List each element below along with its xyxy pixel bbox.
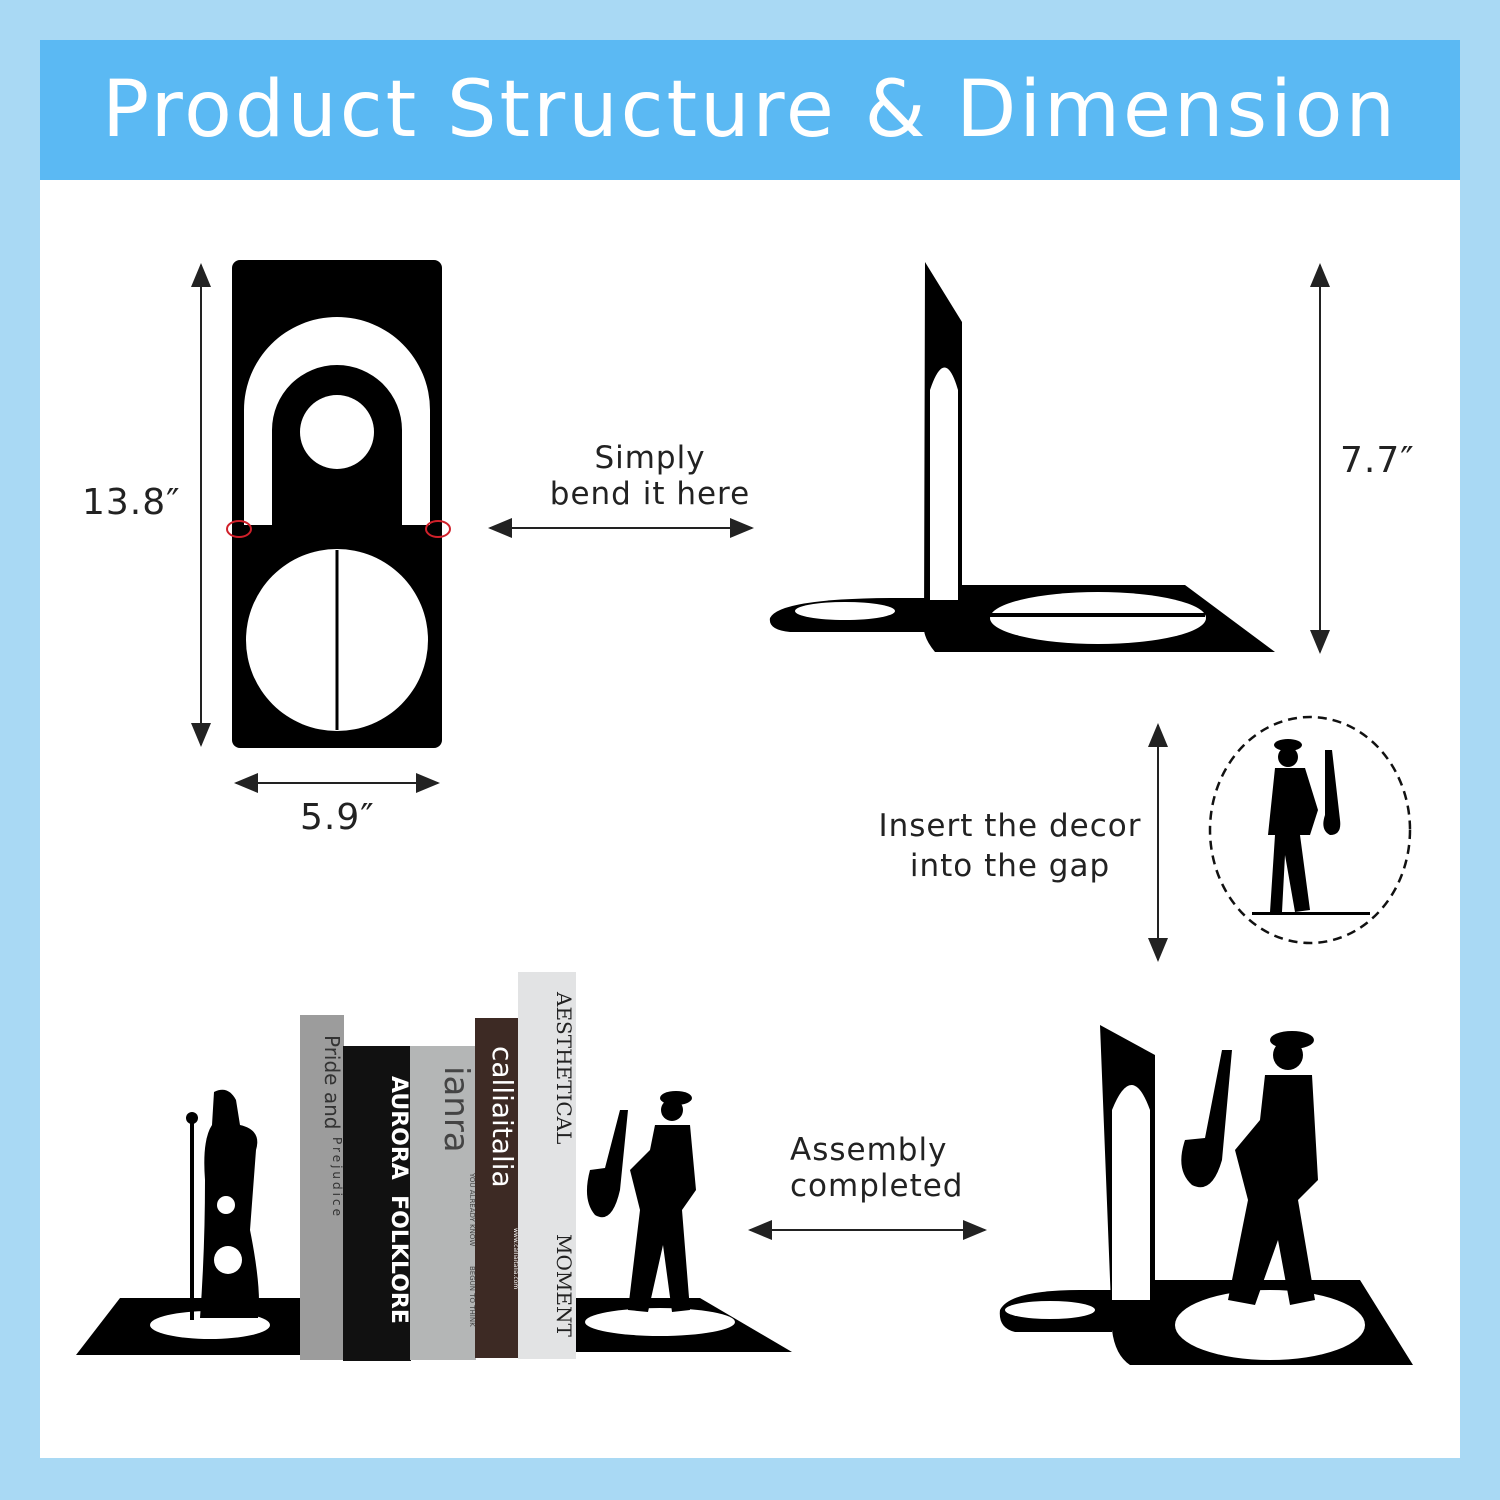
book-footer: www.calliaitalia.com [512, 1227, 519, 1289]
flat-bookend-template [226, 260, 451, 748]
bend-marker-left [226, 520, 252, 538]
saxophonist-decor-icon [1252, 739, 1370, 915]
bend-marker-right [425, 520, 451, 538]
book-subtitle: MOMENT [552, 1234, 576, 1338]
flat-height-label: 13.8″ [82, 482, 181, 523]
assembled-bookends-with-books [76, 1089, 792, 1355]
decor-dashed-circle [1208, 715, 1412, 945]
book-aurora-folklore: AURORA FOLKLORE [343, 1046, 411, 1361]
assembly-instruction: Assembly completed [790, 1132, 963, 1204]
assembly-line1: Assembly [790, 1132, 948, 1168]
book-title: AURORA FOLKLORE [386, 1076, 411, 1324]
insert-instruction: Insert the decor into the gap [870, 806, 1150, 886]
bend-instruction: Simply bend it here [540, 440, 760, 512]
insert-line2: into the gap [909, 848, 1111, 884]
book-aesthetical-moment: AESTHETICAL MOMENT [518, 972, 576, 1359]
book-pride-and-prejudice: Pride and Prejudice [300, 1015, 344, 1360]
bend-line2: bend it here [549, 476, 751, 512]
book-ianra: ianra YOU ALREADY KNOW BEGUN TO THINK [410, 1046, 476, 1360]
book-footer: BEGUN TO THINK [468, 1265, 476, 1327]
page-title: Product Structure & Dimension [102, 65, 1398, 155]
book-title: AESTHETICAL [552, 992, 576, 1145]
assembly-line2: completed [790, 1168, 964, 1204]
book-calliaitalia: calliaitalia www.calliaitalia.com [475, 1018, 519, 1358]
bent-bookend [769, 262, 1275, 652]
book-subtitle: Prejudice [330, 1137, 344, 1220]
header-bar: Product Structure & Dimension [40, 40, 1460, 180]
assembled-bookend [999, 1025, 1413, 1365]
bent-height-label: 7.7″ [1340, 440, 1415, 481]
insert-line1: Insert the decor [878, 808, 1142, 844]
book-title: calliaitalia [486, 1046, 519, 1188]
book-subtitle: YOU ALREADY KNOW [468, 1172, 476, 1246]
bend-line1: Simply [594, 440, 706, 476]
book-title: ianra [436, 1066, 476, 1153]
book-title: Pride and [320, 1035, 344, 1130]
flat-width-label: 5.9″ [300, 797, 375, 838]
